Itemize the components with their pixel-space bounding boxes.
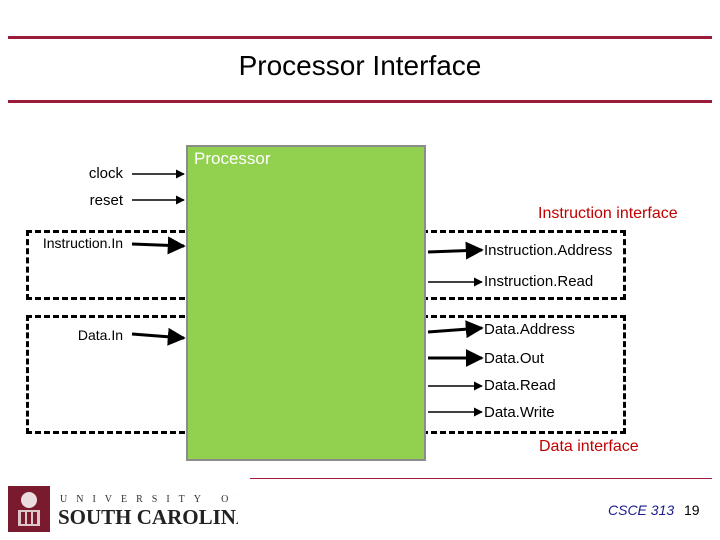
logo-university-text: UNIVERSITY OF — [60, 494, 238, 505]
instruction-read-label: Instruction.Read — [484, 273, 594, 290]
slide-title: Processor Interface — [238, 50, 482, 81]
top-rule — [8, 36, 712, 39]
page-number: 19 — [684, 502, 700, 518]
data-write-label: Data.Write — [484, 404, 555, 421]
data-address-arrow — [427, 320, 484, 339]
instruction-interface-label: Instruction interface — [538, 205, 678, 222]
processor-block — [186, 145, 426, 461]
data-out-label: Data.Out — [484, 350, 545, 367]
reset-label: reset — [89, 192, 123, 209]
data-in-label: Data.In — [77, 327, 123, 343]
university-logo: UNIVERSITY OF SOUTH CAROLINA. — [8, 486, 256, 539]
processor-label: Processor — [194, 149, 271, 168]
footer-rule — [250, 478, 712, 479]
clock-label: clock — [88, 165, 123, 182]
title-rule — [8, 100, 712, 103]
instruction-in-label: Instruction.In — [42, 235, 123, 251]
instruction-address-label: Instruction.Address — [484, 242, 613, 259]
instruction-in-arrow — [131, 236, 186, 255]
course-code: CSCE 313 — [608, 502, 675, 518]
data-address-label: Data.Address — [484, 321, 575, 338]
data-in-arrow — [131, 327, 186, 346]
instruction-address-arrow — [427, 241, 484, 260]
data-read-label: Data.Read — [484, 377, 556, 394]
logo-carolina-text: SOUTH CAROLINA. — [58, 505, 238, 529]
data-interface-label: Data interface — [539, 438, 639, 455]
